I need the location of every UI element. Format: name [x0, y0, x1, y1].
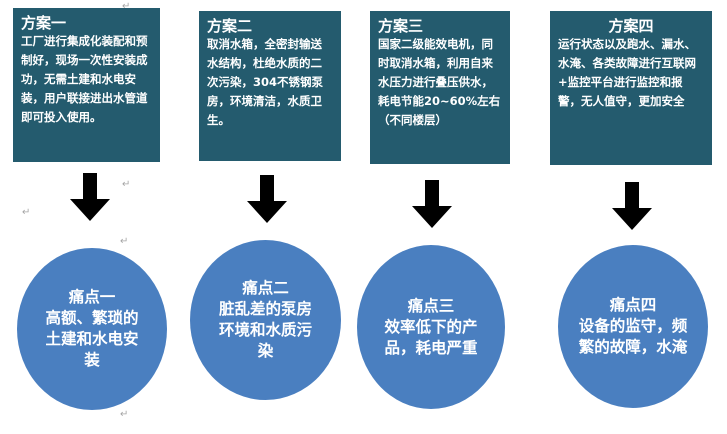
- scheme-title-1: 方案一: [21, 14, 67, 32]
- down-arrow-icon: [70, 173, 110, 221]
- scheme-box-1: 方案一 工厂进行集成化装配和预制好，现场一次性安装成功，无需土建和水电安装，用户…: [13, 8, 160, 162]
- pain-point-title-3: 痛点三: [407, 296, 455, 315]
- down-arrow-icon: [247, 175, 287, 223]
- scheme-title-2: 方案二: [207, 17, 253, 35]
- down-arrow-icon: [612, 182, 652, 230]
- pain-point-title-2: 痛点二: [242, 279, 289, 297]
- down-arrow-icon: [412, 180, 452, 228]
- pain-point-title-4: 痛点四: [609, 296, 657, 314]
- scheme-body-2: 取消水箱，全密封输送水结构，杜绝水质的二次污染，304不锈钢泵房，环境清洁，水质…: [207, 37, 324, 127]
- scheme-body-3: 国家二级能效电机，同时取消水箱，利用自来水压力进行叠压供水，耗电节能20~60%…: [378, 37, 501, 127]
- scheme-box-2: 方案二 取消水箱，全密封输送水结构，杜绝水质的二次污染，304不锈钢泵房，环境清…: [199, 11, 341, 161]
- pain-point-circle-4: 痛点四 设备的监守，频繁的故障，水淹: [558, 245, 708, 408]
- pain-point-body-3: 效率低下的产品，耗电严重: [384, 317, 478, 357]
- pain-point-body-1: 高额、繁琐的土建和水电安装: [45, 309, 139, 369]
- pain-point-circle-3: 痛点三 效率低下的产品，耗电严重: [357, 245, 505, 409]
- pain-point-circle-1: 痛点一 高额、繁琐的土建和水电安装: [17, 248, 167, 410]
- paragraph-mark-icon: ↵: [122, 1, 131, 12]
- pain-point-body-4: 设备的监守，频繁的故障，水淹: [578, 317, 688, 356]
- paragraph-mark-icon: ↵: [120, 409, 129, 420]
- paragraph-mark-icon: ↵: [22, 207, 31, 218]
- pain-point-body-2: 脏乱差的泵房环境和水质污染: [218, 300, 312, 360]
- scheme-body-4: 运行状态以及跑水、漏水、水淹、各类故障进行互联网+监控平台进行监控和报警，无人值…: [558, 37, 696, 108]
- scheme-title-4: 方案四: [608, 17, 654, 35]
- pain-point-title-1: 痛点一: [68, 288, 116, 306]
- paragraph-mark-icon: ↵: [122, 179, 131, 190]
- scheme-title-3: 方案三: [378, 17, 424, 35]
- scheme-box-4: 方案四 运行状态以及跑水、漏水、水淹、各类故障进行互联网+监控平台进行监控和报警…: [550, 11, 712, 165]
- paragraph-mark-icon: ↵: [120, 236, 129, 247]
- scheme-box-3: 方案三 国家二级能效电机，同时取消水箱，利用自来水压力进行叠压供水，耗电节能20…: [370, 11, 510, 164]
- scheme-body-1: 工厂进行集成化装配和预制好，现场一次性安装成功，无需土建和水电安装，用户联接进出…: [21, 34, 148, 124]
- pain-point-circle-2: 痛点二 脏乱差的泵房环境和水质污染: [190, 240, 341, 400]
